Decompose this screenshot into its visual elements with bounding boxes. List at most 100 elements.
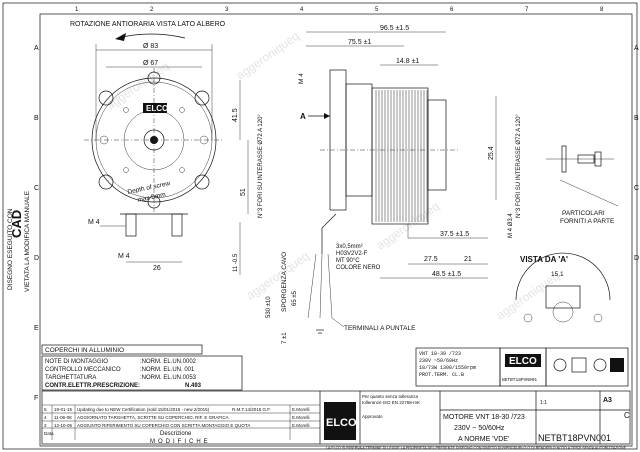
zone-letter: A xyxy=(34,45,39,52)
screw-hole-icon xyxy=(179,107,185,113)
zone-number: 8 xyxy=(600,7,604,13)
dim-254: 25.4 xyxy=(488,146,495,160)
notes-list: NOTE DI MONTAGGIO :NORM. EL.UN.0002 CONT… xyxy=(45,359,202,389)
cover-logo-text: ELCO xyxy=(146,104,168,113)
screw-hole-icon xyxy=(123,107,129,113)
dim-51: 51 xyxy=(240,188,247,196)
nameplate-line: 18/73W 1300/1550rpm xyxy=(419,365,476,371)
rev-by: E.Morelli xyxy=(292,423,310,428)
mount-hole-icon xyxy=(593,313,603,323)
sheet-letter: C xyxy=(624,411,630,420)
zone-letter: D xyxy=(34,255,39,262)
zone-number: 1 xyxy=(75,7,79,13)
side-text-cad-3: VIETATA LA MODIFICA MANUALE xyxy=(24,190,31,292)
holes-note-right: N°3 FORI SU INTERASSE Ø72 A 120° xyxy=(516,114,522,218)
zone-number: 3 xyxy=(225,7,229,13)
rev-desc: AGGIORNATO TARGHETTA, SCRITTE SU COPERCH… xyxy=(77,415,229,420)
cable xyxy=(321,213,337,254)
ce-mark-icon xyxy=(553,358,567,372)
mount-hole-icon xyxy=(194,174,210,190)
zone-number: 5 xyxy=(375,7,379,13)
dim-530: 530 ±10 xyxy=(266,296,272,318)
watermarks: aggeroniqueq aggeroniqueq aggeroniqueq a… xyxy=(104,29,562,323)
watermark: aggeroniqueq xyxy=(234,29,302,83)
dim-375: 37.5 ±1.5 xyxy=(440,231,469,238)
sporgenza-label: SPORGENZA CAVO xyxy=(281,252,288,312)
drawing-number: NETBT18PVN001 xyxy=(538,433,611,443)
foot-left xyxy=(125,213,137,237)
view-arrow-a: A xyxy=(300,112,306,121)
rotation-caption: ROTAZIONE ANTIORARIA VISTA LATO ALBERO xyxy=(70,21,226,28)
cover-note: COPERCHI IN ALLUMINIO xyxy=(45,347,124,354)
wire xyxy=(307,253,317,319)
cert-mark-icon xyxy=(610,358,624,372)
zone-number: 4 xyxy=(300,7,304,13)
cable-spec-4: COLORE NERO xyxy=(336,265,381,271)
foot-right xyxy=(171,213,183,237)
screw-hole-icon xyxy=(179,167,185,173)
zone-letter: E xyxy=(34,325,39,332)
format-size: A3 xyxy=(603,397,612,404)
side-bracket xyxy=(345,83,373,197)
nameplate-line: 230V ~50/60Hz xyxy=(419,358,458,364)
title-block xyxy=(41,390,631,445)
lamination-lines xyxy=(375,90,428,222)
view-a-hub xyxy=(552,301,574,323)
dim-21: 21 xyxy=(464,256,472,263)
screw-detail xyxy=(546,145,614,173)
nameplate-line: VNT 18-30 /723 xyxy=(419,351,461,357)
drawing-description: MOTORE VNT 18-30 /723 xyxy=(443,414,525,421)
scale: 1:1 xyxy=(540,400,547,406)
tolerance-note-2: tolleranze ISO EN 22768-mK xyxy=(362,400,420,405)
inner-frame xyxy=(39,13,633,447)
terminali-label: TERMINALI A PUNTALE xyxy=(344,325,416,332)
dim-485: 48.5 ±1.5 xyxy=(432,271,461,278)
rev-n: 4 xyxy=(44,415,47,420)
dim-151: 15,1 xyxy=(551,271,564,278)
approval-label: Approvato xyxy=(362,414,383,419)
rev-by: E.Morelli xyxy=(292,415,310,420)
cable-spec-1: 3x0,5mm² xyxy=(336,244,363,250)
view-a-terminal xyxy=(545,285,581,309)
screw-head xyxy=(594,151,602,167)
mount-hole-icon xyxy=(194,90,210,106)
vde-mark-icon xyxy=(571,357,587,373)
rev-n: 3 xyxy=(44,423,47,428)
mount-hole-icon xyxy=(523,313,533,323)
note-value: :NORM. EL.UN.0002 xyxy=(140,359,197,365)
drawing-voltage: 230V ~ 50/60Hz xyxy=(454,425,505,432)
cover-note-box xyxy=(41,344,203,355)
title-block-frame xyxy=(41,390,631,445)
rev-header-date: Data xyxy=(44,431,54,436)
rev-desc: Updating due to NEW Certification (sold … xyxy=(77,407,210,412)
rev-by: E.Morelli xyxy=(292,407,310,412)
dim-415: 41.5 xyxy=(232,108,239,122)
dim-m4-top: M 4 xyxy=(298,73,305,84)
nameplate-code: NETBT18PVN001 xyxy=(502,377,537,383)
rev-desc: AGGIUNTO RIFERIMENTO SU COPERCHIO CON SC… xyxy=(77,423,250,428)
cover-logo xyxy=(143,103,167,113)
leader-line xyxy=(331,317,345,328)
mount-hole-icon xyxy=(98,174,114,190)
footer-copyright: LA ELCO SI RISERVA A TERMINE DI LEGGE LA… xyxy=(326,446,627,450)
mount-hole-icon xyxy=(98,90,114,106)
dim-dia67: Ø 67 xyxy=(143,60,158,67)
wire xyxy=(319,253,323,319)
dim-275: 27.5 xyxy=(424,256,438,263)
holes-note-left: N°3 FORI SU INTERASSE Ø72 A 120° xyxy=(258,114,264,218)
dim-65: 65 ±5 xyxy=(292,290,298,306)
rev-header-desc: Descrizione xyxy=(160,431,192,437)
tolerance-note-1: Per quanto senza tolleranza xyxy=(362,394,419,399)
side-text-cad-2: CAD xyxy=(9,210,24,238)
side-flange xyxy=(329,69,347,211)
note-label: CONTROLLO MECCANICO xyxy=(45,367,121,373)
dim-11: 11 -0.5 xyxy=(233,253,239,272)
rotation-arrowhead-icon xyxy=(115,33,126,41)
dim-148: 14.8 ±1 xyxy=(396,58,419,65)
dim-26: 26 xyxy=(153,265,161,272)
rear-housing xyxy=(427,99,447,191)
screw-hole-icon xyxy=(123,167,129,173)
vista-a-title: VISTA DA 'A' xyxy=(520,255,568,264)
